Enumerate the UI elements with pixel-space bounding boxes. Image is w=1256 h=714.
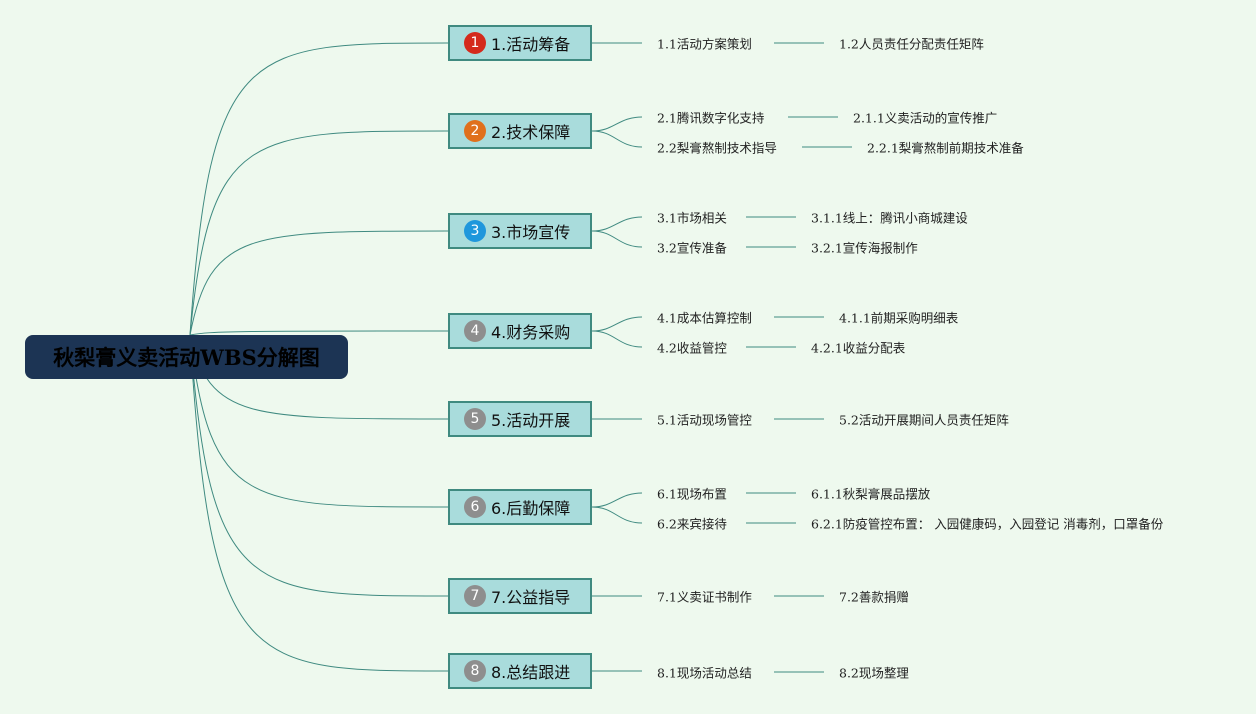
child-node[interactable]: 7.1义卖证书制作 xyxy=(657,589,752,605)
branch-child-connector xyxy=(591,316,643,332)
branch-child-connector xyxy=(591,130,643,148)
branch-child-connector xyxy=(591,506,643,524)
number-badge-icon: 3 xyxy=(464,220,486,242)
grandchild-node[interactable]: 3.2.1宣传海报制作 xyxy=(811,240,918,256)
branch-label: 5.活动开展 xyxy=(491,411,571,430)
number-badge-icon: 7 xyxy=(464,585,486,607)
branch-label: 4.财务采购 xyxy=(491,323,571,342)
child-node[interactable]: 3.2宣传准备 xyxy=(657,240,727,256)
branch-node[interactable]: 2 2.技术保障 xyxy=(448,113,592,149)
branch-label: 8.总结跟进 xyxy=(491,663,571,682)
grandchild-node[interactable]: 2.2.1梨膏熬制前期技术准备 xyxy=(867,140,1024,156)
child-node[interactable]: 1.1活动方案策划 xyxy=(657,36,752,52)
branch-node[interactable]: 4 4.财务采购 xyxy=(448,313,592,349)
branch-label: 3.市场宣传 xyxy=(491,223,571,242)
grandchild-node[interactable]: 4.2.1收益分配表 xyxy=(811,340,906,356)
number-badge-icon: 6 xyxy=(464,496,486,518)
root-branch-connector xyxy=(189,334,449,597)
grandchild-node[interactable]: 2.1.1义卖活动的宣传推广 xyxy=(853,110,998,126)
number-badge-icon: 4 xyxy=(464,320,486,342)
root-branch-connector xyxy=(189,330,449,336)
branch-node[interactable]: 3 3.市场宣传 xyxy=(448,213,592,249)
number-badge-icon: 5 xyxy=(464,408,486,430)
grandchild-node[interactable]: 1.2人员责任分配责任矩阵 xyxy=(839,36,984,52)
child-node[interactable]: 3.1市场相关 xyxy=(657,210,727,226)
root-branch-connector xyxy=(189,42,449,336)
root-branch-connector xyxy=(189,230,449,336)
number-badge-icon: 2 xyxy=(464,120,486,142)
grandchild-node[interactable]: 5.2活动开展期间人员责任矩阵 xyxy=(839,412,1009,428)
number-badge-icon: 8 xyxy=(464,660,486,682)
branch-node[interactable]: 5 5.活动开展 xyxy=(448,401,592,437)
root-branch-connector xyxy=(189,334,449,672)
child-node[interactable]: 2.1腾讯数字化支持 xyxy=(657,110,765,126)
number-badge-icon: 1 xyxy=(464,32,486,54)
branch-child-connector xyxy=(591,230,643,248)
child-node[interactable]: 4.1成本估算控制 xyxy=(657,310,752,326)
child-node[interactable]: 8.1现场活动总结 xyxy=(657,665,752,681)
root-label: 秋梨膏义卖活动WBS分解图 xyxy=(53,345,320,370)
grandchild-node[interactable]: 3.1.1线上：腾讯小商城建设 xyxy=(811,210,968,226)
grandchild-node[interactable]: 6.2.1防疫管控布置： 入园健康码，入园登记 消毒剂，口罩备份 xyxy=(811,516,1164,532)
branch-child-connector xyxy=(591,116,643,132)
branch-node[interactable]: 8 8.总结跟进 xyxy=(448,653,592,689)
child-node[interactable]: 5.1活动现场管控 xyxy=(657,412,752,428)
branch-child-connector xyxy=(591,492,643,508)
branch-child-connector xyxy=(591,216,643,232)
child-node[interactable]: 6.2来宾接待 xyxy=(657,516,727,532)
root-branch-connector xyxy=(189,130,449,336)
branch-node[interactable]: 7 7.公益指导 xyxy=(448,578,592,614)
branch-child-connector xyxy=(591,330,643,348)
grandchild-node[interactable]: 7.2善款捐赠 xyxy=(839,589,909,605)
grandchild-node[interactable]: 6.1.1秋梨膏展品摆放 xyxy=(811,486,931,502)
child-node[interactable]: 2.2梨膏熬制技术指导 xyxy=(657,140,777,156)
branch-label: 2.技术保障 xyxy=(491,123,571,142)
child-node[interactable]: 4.2收益管控 xyxy=(657,340,727,356)
grandchild-node[interactable]: 4.1.1前期采购明细表 xyxy=(839,310,959,326)
branch-node[interactable]: 1 1.活动筹备 xyxy=(448,25,592,61)
root-node[interactable]: 秋梨膏义卖活动WBS分解图 xyxy=(25,335,348,379)
child-node[interactable]: 6.1现场布置 xyxy=(657,486,727,502)
branch-label: 1.活动筹备 xyxy=(491,35,571,54)
branch-node[interactable]: 6 6.后勤保障 xyxy=(448,489,592,525)
root-branch-connector xyxy=(189,334,449,508)
branch-label: 6.后勤保障 xyxy=(491,499,571,518)
grandchild-node[interactable]: 8.2现场整理 xyxy=(839,665,909,681)
branch-label: 7.公益指导 xyxy=(491,588,571,607)
